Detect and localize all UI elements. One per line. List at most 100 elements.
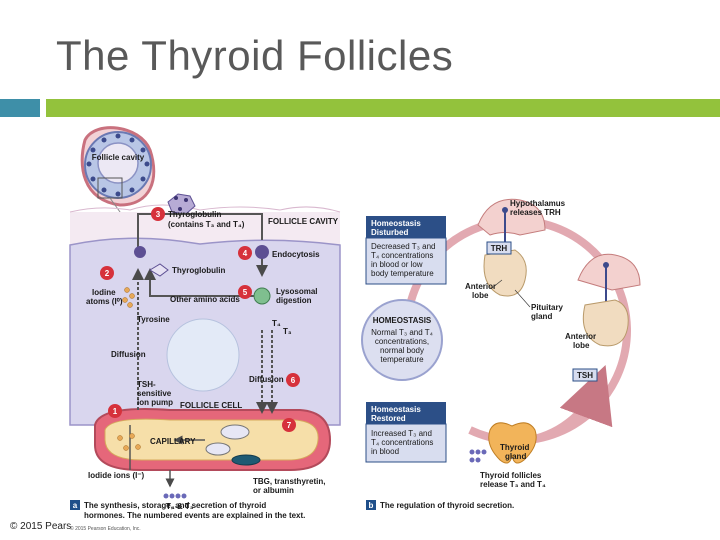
- homeostasis-circle: HOMEOSTASIS Normal T₃ and T₄ concentrati…: [361, 299, 443, 381]
- secretion-pathway-arrow: [137, 213, 263, 250]
- figure-a: Follicle cavity: [69, 126, 341, 532]
- svg-text:5: 5: [243, 288, 248, 297]
- nucleus: [166, 318, 240, 392]
- svg-text:Decreased T₃ and: Decreased T₃ and: [371, 242, 435, 251]
- svg-text:concentrations,: concentrations,: [375, 337, 429, 346]
- trh-badge: [486, 241, 512, 255]
- endocytosis-vesicle: [255, 245, 269, 259]
- hypothalamus-label: Hypothalamus: [510, 199, 566, 208]
- svg-text:T₄ concentrations: T₄ concentrations: [371, 438, 433, 447]
- svg-text:in blood or low: in blood or low: [371, 260, 423, 269]
- step-1-marker: [108, 404, 122, 418]
- svg-text:gland: gland: [505, 452, 526, 461]
- svg-text:1: 1: [113, 407, 118, 416]
- disturbed-title-1: Homeostasis: [371, 219, 421, 228]
- t4-label: T₄: [272, 319, 281, 328]
- svg-text:a: a: [73, 501, 78, 510]
- disturbed-title-2: Disturbed: [371, 228, 408, 237]
- svg-text:3: 3: [156, 210, 161, 219]
- thyroglobulin-label: Thyroglobulin: [168, 210, 221, 219]
- svg-text:7: 7: [287, 421, 292, 430]
- svg-text:Increased T₃ and: Increased T₃ and: [371, 429, 432, 438]
- tsh-pump-label-2: sensitive: [137, 389, 172, 398]
- digestion-label: digestion: [276, 296, 312, 305]
- svg-text:in blood: in blood: [371, 447, 399, 456]
- homeostasis-title: HOMEOSTASIS: [373, 316, 432, 325]
- t3-t4-molecules: [163, 493, 187, 499]
- svg-text:TRH: TRH: [491, 244, 508, 253]
- homeostasis-restored-box: Homeostasis Restored Increased T₃ and T₄…: [365, 402, 447, 463]
- caption-a-line1: The synthesis, storage, and secretion of…: [84, 501, 266, 510]
- svg-text:gland: gland: [531, 312, 552, 321]
- iodine-atoms-label: atoms (I⁰): [86, 297, 123, 306]
- svg-text:b: b: [369, 501, 374, 510]
- svg-text:lobe: lobe: [573, 341, 590, 350]
- tsh-pump-label: TSH-: [137, 380, 156, 389]
- step-3-marker: [151, 207, 165, 221]
- tsh-pump-label-3: ion pump: [137, 398, 173, 407]
- step-6-marker: [286, 373, 300, 387]
- tsh-badge: [572, 368, 598, 382]
- step-7-marker: [282, 418, 296, 432]
- svg-text:4: 4: [243, 249, 248, 258]
- copyright-footer: © 2015 Pears: [10, 521, 72, 532]
- capillary-label: CAPILLARY: [150, 437, 196, 446]
- anterior-lobe-label: Anterior: [465, 282, 496, 291]
- thyroglobulin-contents-label: (contains T₃ and T₄): [168, 220, 245, 229]
- pituitary-label: Pituitary: [531, 303, 564, 312]
- step-2-marker: [100, 266, 114, 280]
- t4-t3-label: T₄ & T₃: [166, 502, 194, 511]
- released-hormones: [469, 449, 487, 463]
- iodide-ions-label: Iodide ions (I⁻): [88, 471, 145, 480]
- hypothalamus-label-2: releases TRH: [510, 208, 561, 217]
- follicle-cell-label: FOLLICLE CELL: [180, 401, 242, 410]
- thyroglobulin-molecule: [167, 193, 196, 215]
- diffusion-right-label: Diffusion: [249, 375, 284, 384]
- follicle-cavity-label: FOLLICLE CAVITY: [268, 217, 339, 226]
- figure-b: Homeostasis Disturbed Decreased T₃ and T…: [361, 198, 641, 510]
- step-markers: 3 2 4 5 6 1 7: [100, 207, 300, 432]
- hypothalamus-pituitary: [477, 198, 641, 347]
- thyroglobulin-cell-label: Thyroglobulin: [172, 266, 225, 275]
- follicle-cavity-inset-label: Follicle cavity: [92, 153, 145, 162]
- anterior-lobe-right-label: Anterior: [565, 332, 596, 341]
- endocytosis-label: Endocytosis: [272, 250, 320, 259]
- homeostasis-disturbed-box: Homeostasis Disturbed Decreased T₃ and T…: [365, 216, 447, 285]
- follicle-inset: Follicle cavity: [80, 126, 156, 241]
- svg-text:normal body: normal body: [380, 346, 424, 355]
- svg-text:release T₃ and T₄: release T₃ and T₄: [480, 480, 546, 489]
- caption-a-marker: [70, 500, 80, 510]
- svg-text:2: 2: [105, 269, 110, 278]
- thyroid-gland: [488, 422, 537, 464]
- lysosomal-label: Lysosomal: [276, 287, 318, 296]
- diffusion-left-label: Diffusion: [111, 350, 146, 359]
- svg-text:Normal T₃ and T₄: Normal T₃ and T₄: [371, 328, 433, 337]
- step-4-marker: [238, 246, 252, 260]
- tbg-label: TBG, transthyretin,: [253, 477, 325, 486]
- svg-text:Restored: Restored: [371, 414, 406, 423]
- other-amino-acids-label: Other amino acids: [170, 295, 240, 304]
- svg-text:Homeostasis: Homeostasis: [371, 405, 421, 414]
- thyroid-gland-label: Thyroid: [500, 443, 529, 452]
- page-title: The Thyroid Follicles: [56, 32, 454, 79]
- svg-text:6: 6: [291, 376, 296, 385]
- pearson-credit: © 2015 Pearson Education, Inc.: [70, 525, 141, 532]
- caption-b-marker: [366, 500, 376, 510]
- follicles-release-label: Thyroid follicles: [480, 471, 542, 480]
- svg-text:lobe: lobe: [472, 291, 489, 300]
- step-5-marker: [238, 285, 252, 299]
- accent-bar-blue: [0, 99, 40, 117]
- caption-b: The regulation of thyroid secretion.: [380, 501, 514, 510]
- svg-text:body temperature: body temperature: [371, 269, 434, 278]
- tyrosine-label: Tyrosine: [137, 315, 170, 324]
- caption-a-line2: hormones. The numbered events are explai…: [84, 511, 305, 520]
- lysosome: [253, 287, 271, 305]
- t3-label: T₃: [283, 327, 292, 336]
- svg-text:TSH: TSH: [577, 371, 593, 380]
- svg-text:temperature: temperature: [380, 355, 424, 364]
- svg-text:T₄ concentrations: T₄ concentrations: [371, 251, 433, 260]
- tbg-label-2: or albumin: [253, 486, 294, 495]
- iodine-label: Iodine: [92, 288, 116, 297]
- accent-bar-green: [46, 99, 720, 117]
